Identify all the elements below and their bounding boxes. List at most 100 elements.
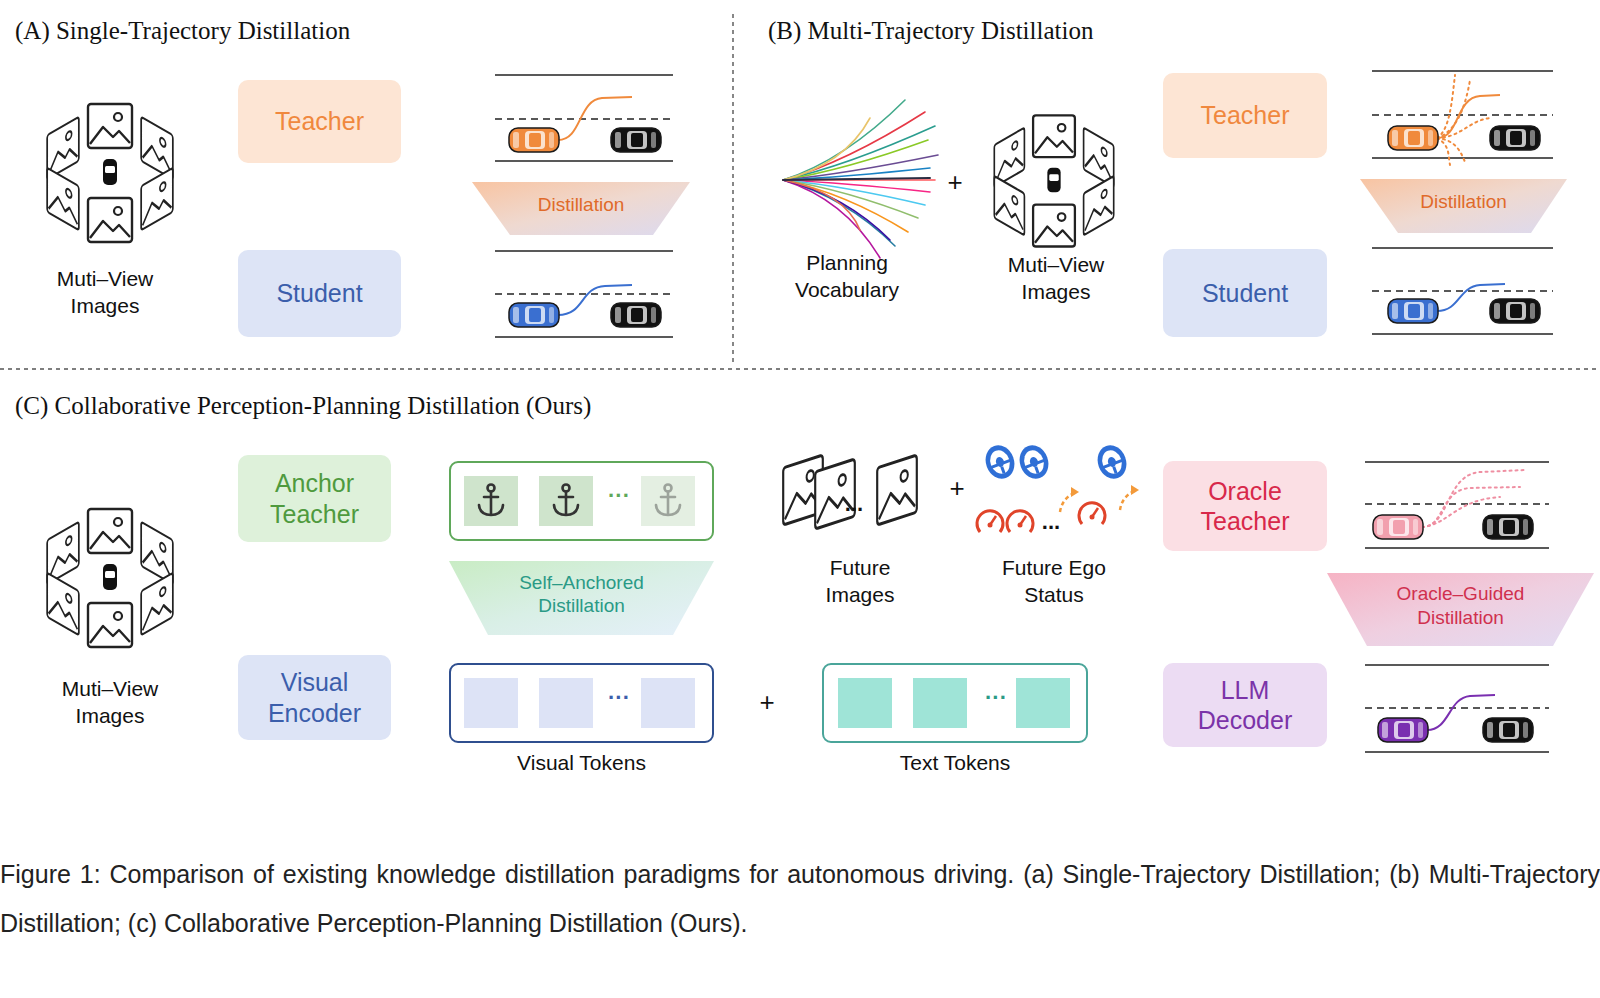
section-heading: (C) Collaborative Perception-Planning Di…	[15, 390, 915, 422]
student-box: Student	[1163, 249, 1327, 337]
future-ego-status-icons	[1120, 485, 1139, 510]
road-scene-b-student	[1372, 248, 1553, 334]
planning-vocabulary-fan	[783, 168, 930, 180]
band-label: Self–Anchored Distillation	[489, 571, 674, 617]
road-scene-b-teacher	[1372, 71, 1553, 158]
box-label: Student	[1202, 278, 1288, 309]
plus-sign: +	[752, 686, 782, 719]
trapezoid	[472, 182, 690, 235]
future-ego-status-icons	[1060, 487, 1079, 512]
band-label: Distillation	[1420, 190, 1507, 213]
road-scene-c-llm	[1483, 718, 1533, 742]
band-label: Oracle–Guided Distillation	[1367, 582, 1554, 628]
input-label: Muti–View Images	[45, 676, 175, 730]
input-label: Future Ego Status	[994, 555, 1114, 609]
visual-token-squares	[539, 678, 593, 728]
text-token-squares	[913, 678, 967, 728]
planning-vocabulary-fan	[783, 180, 890, 240]
road-scene-b-teacher	[1490, 126, 1540, 150]
future-ego-status-icons	[1093, 441, 1131, 483]
separators	[0, 368, 1600, 369]
figure-caption: Figure 1: Comparison of existing knowled…	[0, 850, 1600, 948]
multi-view-icons	[47, 104, 173, 242]
input-label: Planning Vocabulary	[777, 250, 917, 304]
section-heading: (B) Multi-Trajectory Distillation	[768, 15, 1468, 47]
box-label: Oracle Teacher	[1175, 476, 1315, 537]
road-scene-a-teacher	[495, 160, 673, 162]
input-label: Muti–View Images	[991, 252, 1121, 306]
road-scene-a-teacher	[611, 128, 661, 152]
ellipsis-mark: ...	[834, 490, 874, 518]
road-scene-c-llm	[1365, 664, 1549, 666]
road-scene-c-llm	[1378, 718, 1428, 742]
box-label: Visual Encoder	[250, 667, 379, 728]
road-scene-a-teacher	[495, 75, 673, 161]
road-scene-c-llm	[1365, 707, 1549, 709]
road-scene-b-student	[1490, 299, 1540, 323]
llm-decoder-box: LLM Decoder	[1163, 663, 1327, 747]
input-label: Muti–View Images	[40, 266, 170, 320]
band-text-area: Distillation	[1360, 179, 1567, 233]
box-label: Teacher	[275, 106, 364, 137]
visual-token-squares	[464, 678, 695, 728]
planning-vocabulary-fan	[783, 100, 905, 180]
box-label: LLM Decoder	[1175, 675, 1315, 736]
trapezoid	[1360, 179, 1567, 233]
road-scene-b-teacher	[1437, 138, 1450, 165]
trapezoid	[449, 561, 714, 635]
band-text-area: Oracle–Guided Distillation	[1327, 573, 1594, 646]
band-label: Distillation	[538, 193, 625, 216]
planning-vocabulary-fan	[783, 180, 895, 246]
text-token-squares	[838, 678, 892, 728]
anchor-tokens	[464, 476, 518, 526]
road-scene-a-teacher	[509, 128, 559, 152]
text-token-squares	[838, 678, 1070, 728]
road-scene-c-oracle	[1365, 462, 1549, 548]
road-scene-b-teacher	[1437, 75, 1490, 165]
text-token-container: ···Text Tokens	[822, 663, 1088, 743]
box-label: Anchor Teacher	[250, 468, 379, 529]
road-scene-b-student	[1388, 299, 1438, 323]
future-images-icons	[877, 455, 917, 525]
separators	[732, 14, 733, 362]
separators	[0, 14, 1600, 369]
anchor-tokens	[464, 476, 695, 526]
road-scene-a-student	[495, 293, 673, 295]
future-images-icons	[783, 455, 917, 529]
future-ego-status-icons	[977, 511, 1003, 532]
multi-view-icons	[47, 509, 173, 647]
road-scene-b-teacher	[1372, 70, 1553, 72]
road-scene-c-llm	[1365, 665, 1549, 752]
planning-vocabulary-fan	[783, 178, 930, 180]
road-scene-c-oracle	[1365, 462, 1549, 548]
road-scene-a-student	[495, 251, 673, 337]
distillation-band: Distillation	[472, 182, 690, 235]
road-scene-a-student	[509, 303, 559, 327]
distillation-band: Distillation	[1360, 179, 1567, 233]
road-scene-b-student	[1372, 333, 1553, 335]
anchor-token-container: ···	[449, 461, 714, 541]
band-text-area: Distillation	[472, 182, 690, 235]
future-ego-status-icons	[1079, 503, 1105, 524]
future-ego-status-icons	[1007, 511, 1033, 532]
road-scene-c-oracle	[1365, 547, 1549, 549]
visual-token-container: ···Visual Tokens	[449, 663, 714, 743]
road-scene-c-oracle	[1365, 461, 1549, 463]
anchor-tokens	[656, 485, 680, 516]
student-box: Student	[238, 250, 401, 337]
teacher-box: Teacher	[238, 80, 401, 163]
road-scene-a-student	[495, 251, 673, 337]
road-scene-b-student	[1372, 248, 1553, 334]
road-scene-a-student	[611, 303, 661, 327]
anchor-teacher-box: Anchor Teacher	[238, 455, 391, 542]
road-scene-a-student	[495, 336, 673, 338]
input-label: Future Images	[805, 555, 915, 609]
anchor-tokens	[641, 476, 695, 526]
road-scene-a-teacher	[495, 75, 673, 161]
plus-sign: +	[940, 166, 970, 199]
road-scene-a-student	[495, 250, 673, 252]
oracle-teacher-box: Oracle Teacher	[1163, 461, 1327, 551]
ellipsis-mark: ···	[597, 483, 641, 509]
ellipsis-mark: ···	[974, 685, 1018, 711]
